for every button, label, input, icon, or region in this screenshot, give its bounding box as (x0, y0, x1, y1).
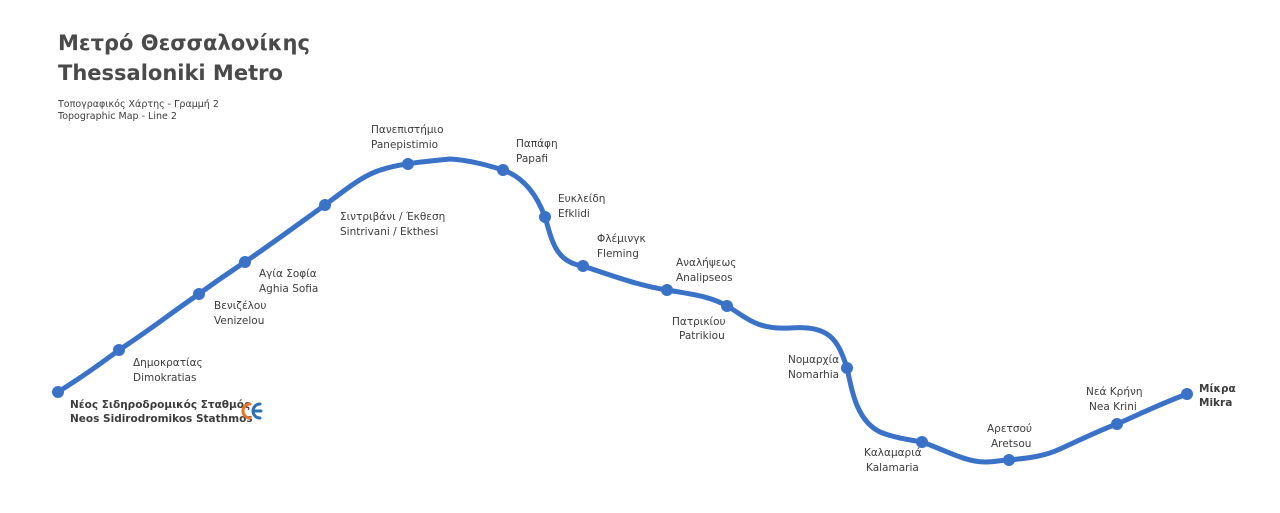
station-label-greek: Φλέμινγκ (597, 233, 646, 245)
line-2-route (55, 156, 1190, 465)
station-label-greek: Αρετσού (987, 423, 1032, 435)
station-label-latin: Neos Sidirodromikos Stathmos (70, 413, 253, 425)
station-label-greek: Ευκλείδη (558, 193, 605, 205)
ose-railway-logo-icon (241, 402, 263, 420)
station-dot-kalamaria[interactable] (916, 436, 928, 448)
station-label-latin: Aretsou (991, 438, 1031, 450)
map-title-greek: Μετρό Θεσσαλονίκης (58, 31, 310, 55)
station-dot-panepistimio[interactable] (402, 158, 414, 170)
station-label-greek: Σιντριβάνι / Έκθεση (340, 211, 445, 223)
station-label-latin: Panepistimio (371, 139, 438, 151)
station-label-latin: Aghia Sofia (259, 283, 318, 295)
station-dot-fleming[interactable] (577, 260, 589, 272)
station-label-latin: Mikra (1199, 397, 1232, 409)
station-dot-mikra[interactable] (1181, 388, 1193, 400)
station-label-greek: Νομαρχία (788, 354, 839, 366)
station-label-latin: Analipseos (676, 272, 733, 284)
station-label-greek: Πανεπιστήμιο (371, 124, 444, 136)
station-label-greek: Αγία Σοφία (259, 268, 317, 280)
station-label-greek: Βενιζέλου (214, 300, 266, 312)
station-dot-analipseos[interactable] (661, 284, 673, 296)
station-label-latin: Sintrivani / Ekthesi (340, 226, 438, 238)
station-label-greek: Νέος Σιδηροδρομικός Σταθμός (70, 399, 250, 411)
map-subtitle-greek: Τοπογραφικός Χάρτης - Γραμμή 2 (57, 99, 219, 110)
map-title-latin: Thessaloniki Metro (58, 61, 283, 85)
station-label-latin: Efklidi (558, 208, 590, 220)
station-label-latin: Nea Krini (1089, 401, 1137, 413)
station-dot-venizelou[interactable] (193, 288, 205, 300)
station-label-latin: Fleming (597, 248, 639, 260)
station-label-greek: Αναλήψεως (676, 257, 736, 269)
station-label-latin: Venizelou (214, 315, 264, 327)
station-label-latin: Dimokratias (133, 372, 196, 384)
station-dot-dimokratias[interactable] (113, 344, 125, 356)
station-label-greek: Παπάφη (516, 138, 558, 150)
station-label-latin: Papafi (516, 153, 548, 165)
station-dot-aretsou[interactable] (1003, 454, 1015, 466)
station-dot-nomarhia[interactable] (841, 362, 853, 374)
station-dot-aghia-sofia[interactable] (239, 256, 251, 268)
station-label-greek: Μίκρα (1199, 383, 1236, 395)
station-label-greek: Πατρικίου (672, 316, 726, 328)
station-label-latin: Kalamaria (866, 462, 919, 474)
station-dot-papafi[interactable] (497, 164, 509, 176)
station-label-latin: Nomarhia (788, 369, 839, 381)
station-dot-neos-sidirodromikos-stathmos[interactable] (52, 386, 64, 398)
station-label-greek: Δημοκρατίας (133, 357, 203, 369)
station-dot-efklidi[interactable] (539, 211, 551, 223)
station-label-greek: Νεά Κρήνη (1086, 386, 1143, 398)
station-label-greek: Καλαμαριά (864, 447, 922, 459)
station-dot-patrikiou[interactable] (721, 300, 733, 312)
station-label-latin: Patrikiou (679, 330, 725, 342)
map-subtitle-latin: Topographic Map - Line 2 (57, 111, 177, 122)
station-dot-sintrivani-ekthesi[interactable] (319, 199, 331, 211)
station-dot-nea-krini[interactable] (1111, 418, 1123, 430)
